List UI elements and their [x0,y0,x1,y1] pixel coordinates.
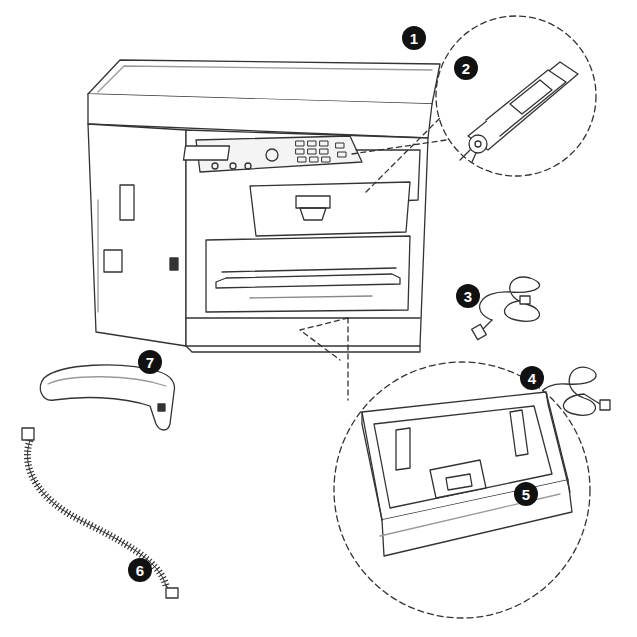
callout-number: 2 [454,56,478,80]
detail-circle [436,16,596,176]
power-cable [472,277,540,340]
callout-number: 1 [402,26,426,50]
toner-cartridge [460,62,578,162]
printer-front [186,130,428,346]
callout-number: 6 [128,558,152,582]
detail-circle [334,362,590,618]
leader-dash [352,140,446,154]
callout-number: 5 [514,482,538,506]
paper-tray [362,392,572,556]
printer-side [88,124,186,346]
callout-number: 7 [138,350,162,374]
callout-number: 4 [520,366,544,390]
callout-number: 3 [456,284,480,308]
handset [40,365,174,430]
coiled-cord [22,428,178,598]
